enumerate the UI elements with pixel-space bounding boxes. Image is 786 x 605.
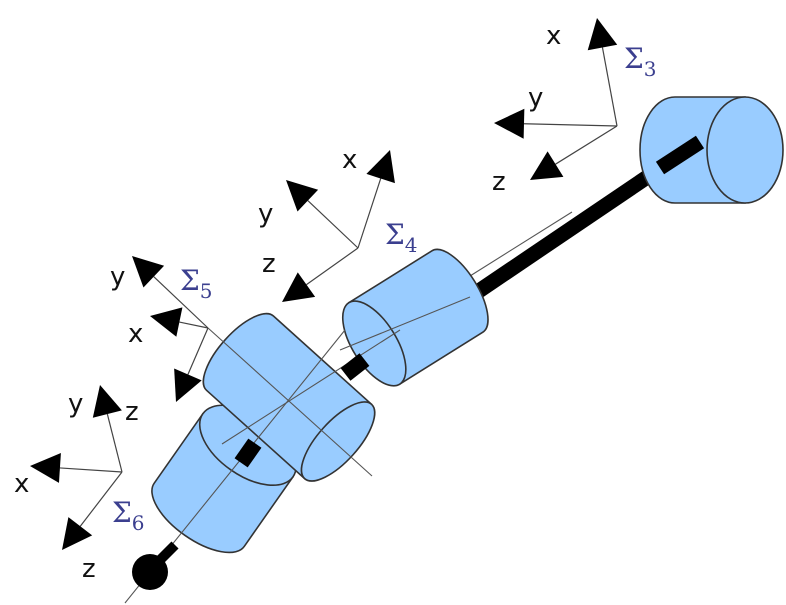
frame-3-x-arrowhead-icon bbox=[587, 18, 618, 51]
frame-5-z-axis bbox=[187, 327, 209, 375]
frame-3-y-arrowhead-icon bbox=[494, 108, 525, 139]
frame-5-z-label: z bbox=[125, 397, 139, 427]
frame-5-x-axis bbox=[179, 321, 209, 329]
frame-6-x-arrowhead-icon bbox=[30, 452, 61, 483]
frame-4-y-label: y bbox=[258, 199, 273, 229]
frame-6-x-label: x bbox=[14, 469, 29, 499]
frame-5-x-label: x bbox=[128, 319, 143, 349]
frame-4-x-label: x bbox=[342, 145, 357, 175]
frame-3-y-axis bbox=[523, 123, 618, 127]
link-rod-3-end bbox=[655, 135, 705, 175]
link-block-6-5 bbox=[234, 438, 262, 468]
frame-3-y-label: y bbox=[528, 83, 543, 113]
axis-line-46 bbox=[221, 329, 401, 445]
frame-3-z-arrowhead-icon bbox=[530, 151, 564, 180]
frame-3-x-axis bbox=[601, 47, 618, 127]
frame-6-labels: y x z Σ6 bbox=[14, 389, 145, 584]
frame-6-y-arrowhead-icon bbox=[92, 385, 122, 418]
frame-3-z-label: z bbox=[492, 167, 506, 197]
frame-6-y-label: y bbox=[68, 389, 83, 419]
frame-4-y-arrowhead-icon bbox=[286, 180, 319, 212]
frame-3-x-label: x bbox=[546, 21, 561, 51]
frame-6-x-axis bbox=[59, 467, 123, 473]
link-rod-3-4 bbox=[465, 158, 670, 304]
frame-6-z-axis bbox=[79, 471, 123, 527]
frame-4-z-arrowhead-icon bbox=[282, 272, 316, 302]
frame-4-sigma: Σ4 bbox=[385, 218, 418, 257]
frame-4-y-axis bbox=[307, 200, 359, 249]
end-effector-ball bbox=[132, 554, 168, 590]
joint-4-cylinder bbox=[341, 248, 489, 387]
frame-6-z-arrowhead-icon bbox=[62, 517, 93, 550]
axis-line-5 bbox=[207, 327, 373, 477]
frame-5-z-arrowhead-icon bbox=[174, 368, 202, 402]
frame-5-labels: y x z Σ5 bbox=[110, 262, 213, 427]
frame-4-z-axis bbox=[306, 247, 359, 286]
frame-4-x-arrowhead-icon bbox=[366, 150, 395, 184]
joint-3-cylinder bbox=[639, 96, 784, 204]
frame-3-z-axis bbox=[555, 125, 618, 165]
frame-5-y-arrowhead-icon bbox=[132, 256, 165, 288]
coordinate-frames bbox=[30, 18, 618, 550]
frame-4-z-label: z bbox=[262, 249, 276, 279]
frame-5-x-arrowhead-icon bbox=[150, 307, 183, 337]
frame-5-sigma: Σ5 bbox=[180, 264, 213, 303]
axis-line-4b bbox=[339, 296, 471, 351]
frame-5-y-label: y bbox=[110, 262, 125, 292]
link-block-5-4 bbox=[340, 353, 370, 381]
frame-3-labels: x y z Σ3 bbox=[492, 21, 657, 197]
frame-4-x-axis bbox=[357, 178, 382, 249]
frame-6-z-label: z bbox=[82, 554, 96, 584]
frame-4-labels: x y z Σ4 bbox=[258, 145, 418, 279]
frame-6-sigma: Σ6 bbox=[112, 496, 145, 535]
frame-3-sigma: Σ3 bbox=[624, 42, 657, 81]
frame-6-y-axis bbox=[106, 413, 123, 473]
axis-line-4 bbox=[469, 211, 573, 277]
frame-5-y-axis bbox=[153, 276, 209, 329]
